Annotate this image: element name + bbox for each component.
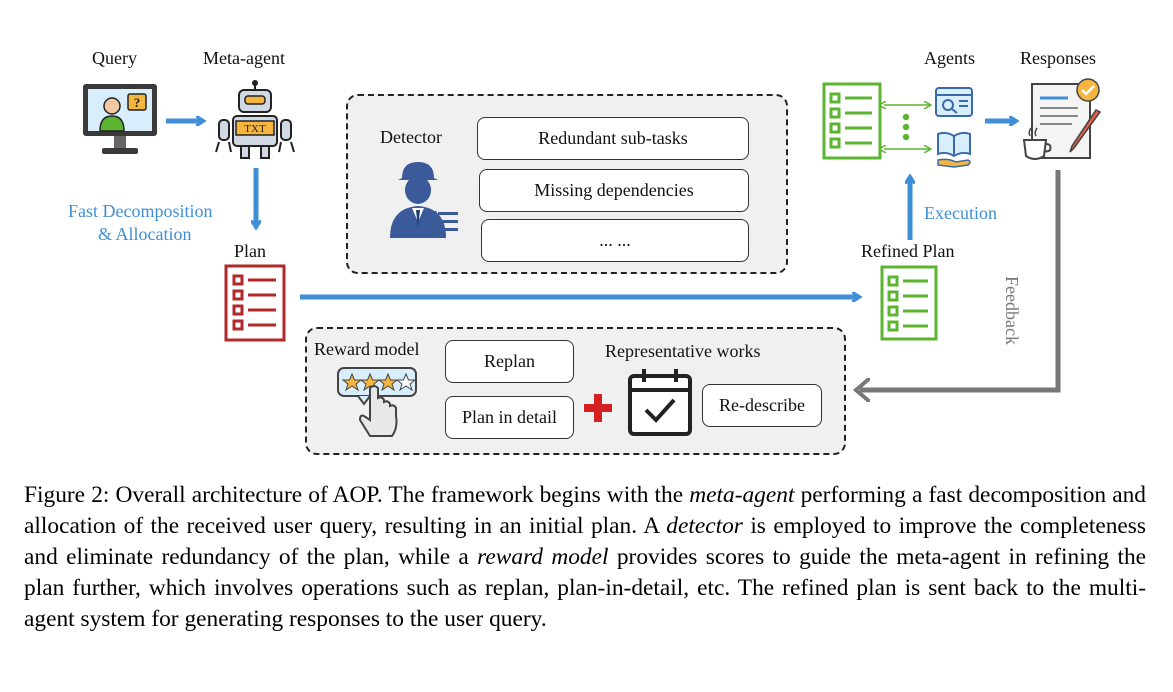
replan-item: Replan [445,340,574,383]
fast-decomp-label-1: Fast Decomposition [68,201,213,221]
reward-model-label: Reward model [314,339,420,359]
caption-emphasis: detector [666,513,743,539]
plan-label: Plan [234,241,267,261]
caption-text: Figure 2: Overall architecture of AOP. T… [24,482,690,508]
green-checklist-icon [880,265,938,341]
meta-agent-label: Meta-agent [203,48,285,68]
detector-item: Redundant sub-tasks [477,117,749,160]
calendar-check-icon [628,369,692,436]
caption-text: provides scores to guide the meta-agent … [24,544,1147,632]
rating-hand-icon [337,367,417,437]
svg-text:?: ? [134,95,141,110]
figure-caption: Figure 2: Overall architecture of AOP. T… [24,480,1146,635]
representative-works-label: Representative works [605,341,761,361]
red-checklist-icon [224,264,286,342]
architecture-diagram: Query ? Meta-agent TXT Fast Decompositio… [68,0,1102,470]
detective-icon [390,162,458,238]
agent-browser-icon [935,87,973,117]
responses-label: Responses [1020,48,1096,68]
plan-in-detail-item: Plan in detail [445,396,574,439]
detector-item: Missing dependencies [479,169,749,212]
agent-book-icon [937,131,971,168]
robot-screen-text: TXT [244,123,266,135]
detector-label: Detector [380,127,442,147]
caption-emphasis: reward model [477,544,609,570]
agent-dot [902,133,910,141]
detector-item: ... ... [481,219,749,262]
agents-label: Agents [924,48,975,68]
arrows-layer [166,0,1061,470]
monitor-user-question-icon: ? [83,84,157,154]
plus-icon [584,394,612,422]
caption-emphasis: meta-agent [689,482,795,508]
robot-icon: TXT [215,80,295,159]
document-check-icon [1022,78,1102,160]
agent-dot [902,123,910,131]
caption-text: performing a fast decomposition and allo… [24,482,1146,539]
execution-label: Execution [924,203,997,223]
caption-text: is employed to improve the completeness … [24,513,1146,570]
feedback-label: Feedback [1002,276,1022,345]
feedback-arrow [860,170,1061,390]
fast-decomp-label-2: & Allocation [98,224,192,244]
green-checklist-icon [822,82,882,160]
query-label: Query [92,48,137,68]
agent-dot [902,113,910,121]
re-describe-item: Re-describe [702,384,822,427]
refined-plan-label: Refined Plan [861,241,955,261]
